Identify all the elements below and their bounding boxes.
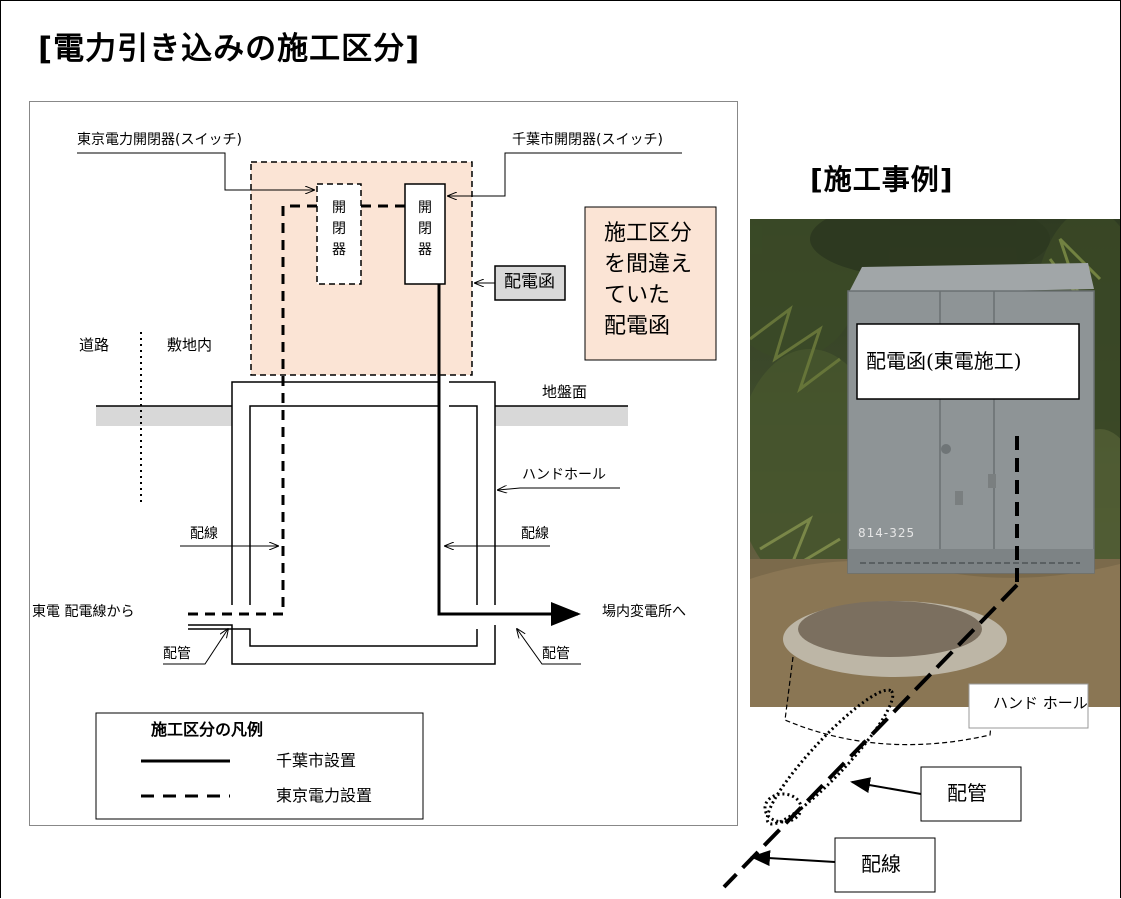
photo-pipe-label: 配管 bbox=[947, 781, 987, 805]
handhole-lid bbox=[798, 601, 982, 657]
note-line-3: ていた bbox=[604, 283, 671, 308]
legend-item-solid: 千葉市設置 bbox=[276, 751, 357, 770]
from-tepco-label: 東電 配電線から bbox=[32, 604, 135, 620]
construction-division-diagram: 開 閉 器 開 閉 器 bbox=[77, 152, 717, 820]
tepco-switch-text-3: 器 bbox=[332, 242, 346, 258]
wiring-right-label: 配線 bbox=[521, 526, 549, 542]
chiba-switch-label: 千葉市開閉器(スイッチ) bbox=[512, 132, 663, 148]
ground-band-left bbox=[96, 406, 232, 426]
handhole-outer-right bbox=[449, 381, 496, 605]
distribution-box bbox=[494, 265, 566, 301]
handhole-label: ハンドホール bbox=[522, 467, 606, 483]
legend-title: 施工区分の凡例 bbox=[151, 720, 264, 739]
tepco-switch-box bbox=[316, 183, 362, 285]
chiba-switch-text-2: 閉 bbox=[418, 221, 432, 237]
handhole-inner-right bbox=[449, 405, 478, 605]
chiba-switch-text-1: 開 bbox=[418, 200, 432, 216]
example-photo: 814-325 bbox=[750, 219, 1120, 707]
road-label: 道路 bbox=[79, 336, 110, 354]
tepco-switch-callout bbox=[77, 152, 314, 190]
note-line-4: 配電函 bbox=[604, 314, 671, 339]
site-label: 敷地内 bbox=[167, 336, 213, 354]
chiba-switch-text-3: 器 bbox=[418, 242, 432, 258]
diagram-panel: 開 閉 器 開 閉 器 東京電力開閉器(スイッチ) 千葉市開閉器(スイッチ) 配… bbox=[29, 101, 738, 826]
ground-label: 地盤面 bbox=[542, 383, 588, 401]
tepco-wiring bbox=[188, 204, 317, 616]
wiring-left-label: 配線 bbox=[190, 526, 218, 542]
note-text: 施工区分 を間違え ていた 配電函 bbox=[604, 218, 692, 342]
note-line-2: を間違え bbox=[604, 252, 693, 277]
distribution-box-label: 配電函 bbox=[504, 272, 555, 292]
handhole-callout bbox=[498, 488, 620, 490]
tepco-switch-label: 東京電力開閉器(スイッチ) bbox=[77, 132, 242, 148]
note-box bbox=[584, 206, 717, 361]
cabinet: 814-325 bbox=[847, 263, 1095, 574]
ground-band-right bbox=[495, 406, 628, 426]
pipe-left-label: 配管 bbox=[163, 646, 191, 662]
legend-item-dashed: 東京電力設置 bbox=[276, 786, 373, 805]
tepco-switch-text-1: 開 bbox=[332, 200, 346, 216]
page-title: [電力引き込みの施工区分] bbox=[38, 31, 421, 67]
pipe-right-callout bbox=[517, 629, 581, 665]
pipe-inner bbox=[188, 628, 478, 647]
to-substation-label: 場内変電所へ bbox=[602, 604, 686, 620]
legend-box bbox=[95, 712, 424, 820]
pipe-outer bbox=[188, 624, 496, 665]
handhole-outer bbox=[231, 381, 439, 605]
pipe-left-callout bbox=[163, 629, 228, 665]
photo-wiring-label: 配線 bbox=[861, 852, 901, 876]
example-title: [施工事例] bbox=[810, 163, 954, 196]
chiba-switch-box bbox=[404, 183, 446, 285]
tepco-switch-text-2: 閉 bbox=[332, 221, 346, 237]
photo-scene: 814-325 bbox=[750, 219, 1120, 707]
handhole-inner bbox=[249, 405, 439, 605]
box-caption: 配電函(東電施工) bbox=[866, 349, 1022, 373]
photo-handhole-label: ハンド ホール bbox=[993, 694, 1088, 712]
chiba-wiring bbox=[437, 284, 581, 626]
pipe-right-label: 配管 bbox=[542, 646, 570, 662]
chiba-switch-callout bbox=[448, 152, 682, 196]
cabinet-plate: 814-325 bbox=[858, 526, 915, 540]
note-line-1: 施工区分 bbox=[604, 221, 693, 246]
